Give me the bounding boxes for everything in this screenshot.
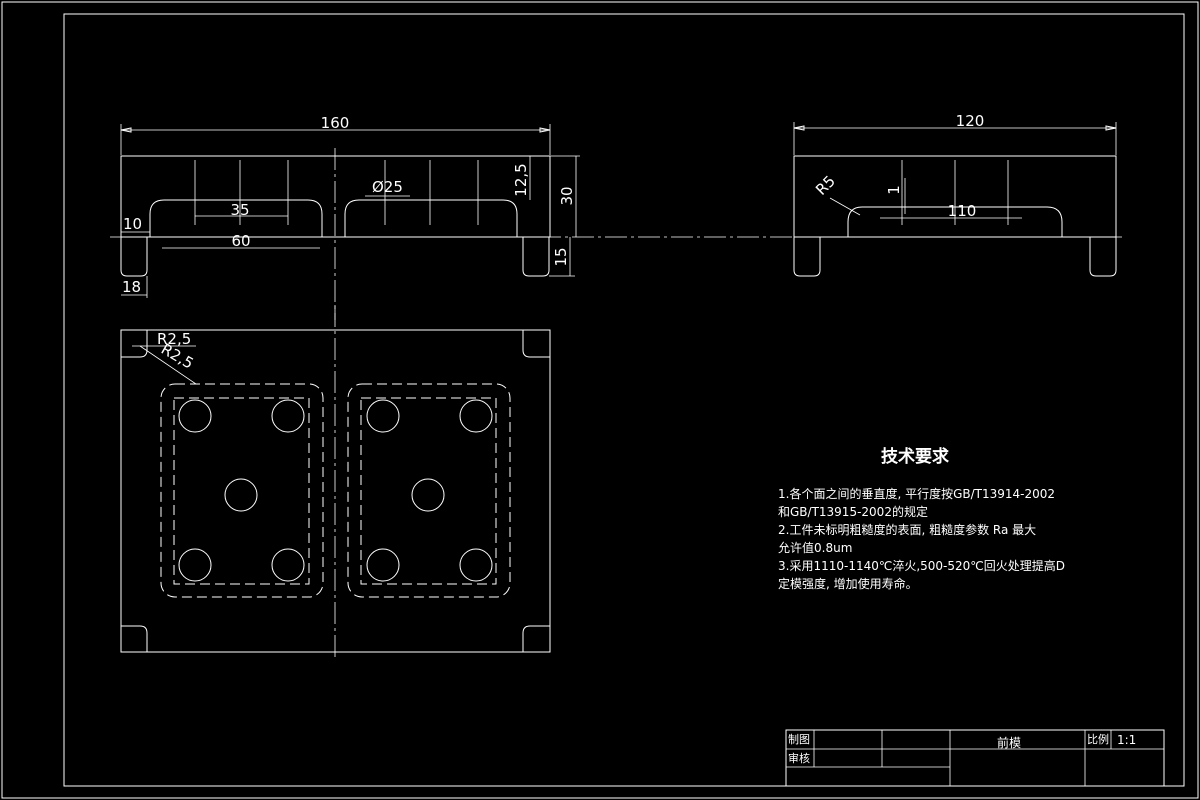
dim-10: 10 bbox=[123, 215, 142, 233]
dim-1: 1 bbox=[885, 185, 903, 195]
title-drawn-label: 制图 bbox=[788, 733, 810, 746]
inner-frame bbox=[63, 13, 1185, 787]
dim-r5: R5 bbox=[812, 172, 839, 199]
side-view: 120 R5 1 110 bbox=[793, 112, 1117, 277]
title-scale-label: 比例 bbox=[1087, 732, 1109, 746]
title-part-name: 前模 bbox=[997, 735, 1021, 750]
tech-line-4: 允许值0.8um bbox=[778, 540, 852, 555]
title-block: 制图 审核 前模 比例 1:1 bbox=[785, 729, 1165, 787]
dim-160: 160 bbox=[321, 114, 350, 132]
technical-requirements: 技术要求 1.各个面之间的垂直度, 平行度按GB/T13914-2002 和GB… bbox=[778, 446, 1065, 591]
dim-r2-5-upper: R2,5 bbox=[157, 330, 191, 348]
dim-18: 18 bbox=[122, 278, 141, 296]
tech-title: 技术要求 bbox=[881, 446, 949, 467]
top-view: R2,5 R2,5 bbox=[120, 305, 551, 660]
title-scale-value: 1:1 bbox=[1117, 733, 1136, 747]
tech-line-1: 1.各个面之间的垂直度, 平行度按GB/T13914-2002 bbox=[778, 486, 1055, 501]
dim-15: 15 bbox=[552, 247, 570, 266]
tech-line-5: 3.采用1110-1140℃淬火,500-520℃回火处理提高D bbox=[778, 558, 1065, 573]
dim-110: 110 bbox=[948, 202, 977, 220]
tech-line-3: 2.工件未标明粗糙度的表面, 粗糙度参数 Ra 最大 bbox=[778, 522, 1036, 537]
dim-120: 120 bbox=[956, 112, 985, 130]
dim-12-5: 12,5 bbox=[512, 163, 530, 196]
title-checked-label: 审核 bbox=[788, 751, 810, 765]
tech-line-2: 和GB/T13915-2002的规定 bbox=[778, 504, 928, 519]
dim-dia-25: Ø25 bbox=[372, 178, 403, 196]
dim-60: 60 bbox=[231, 232, 250, 250]
tech-line-6: 定模强度, 增加使用寿命。 bbox=[778, 576, 918, 591]
dim-35: 35 bbox=[230, 201, 249, 219]
front-view: 160 Ø25 35 60 10 18 12,5 30 15 bbox=[110, 114, 1125, 320]
dim-30: 30 bbox=[558, 186, 576, 205]
